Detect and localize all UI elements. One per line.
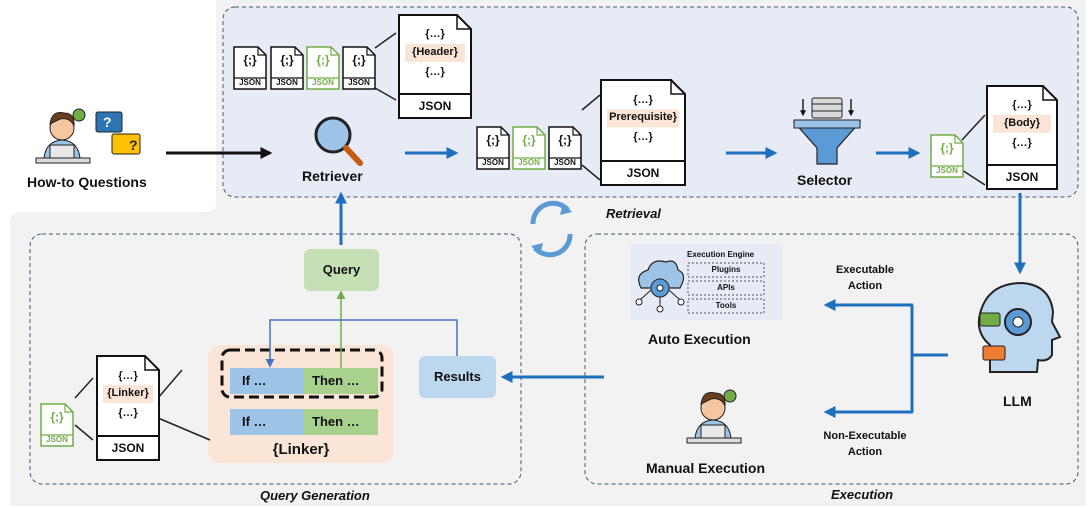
json-icon-tag: JSON <box>46 435 68 444</box>
linker-if-1: If … <box>242 373 267 388</box>
json-icon-tag: JSON <box>936 166 958 175</box>
manual-execution-label: Manual Execution <box>646 460 766 476</box>
json-icon-glyph: {;} <box>486 133 500 147</box>
json-icon-glyph: {;} <box>558 133 572 147</box>
json-file-icon <box>930 134 964 178</box>
doc-prerequisite-middle: Prerequisite} <box>609 111 677 124</box>
json-icon-tag: JSON <box>348 78 370 87</box>
doc-header-top: {…} <box>425 28 445 41</box>
json-file-icon <box>233 46 267 90</box>
retrieval-title: Retrieval <box>606 206 661 221</box>
json-doc-body <box>986 85 1058 190</box>
executable-label-line2: Action <box>847 280 883 292</box>
json-icon-glyph: {;} <box>316 53 330 67</box>
json-icon-tag: JSON <box>312 78 334 87</box>
doc-linker-footer: JSON <box>111 441 145 455</box>
retriever-label: Retriever <box>302 168 363 184</box>
json-doc-header <box>398 14 472 119</box>
non-executable-label-line2: Action <box>847 446 883 458</box>
user-label: How-to Questions <box>27 174 147 190</box>
doc-linker-top: {…} <box>118 369 138 382</box>
json-icon-glyph: {;} <box>50 410 64 424</box>
query-generation-title: Query Generation <box>260 488 370 503</box>
linker-then-2: Then … <box>312 414 360 429</box>
arrow-results-to-if <box>265 319 458 368</box>
doc-header-footer: JSON <box>418 99 452 113</box>
linker-selected-row <box>220 348 384 399</box>
doc-header-bottom: {…} <box>425 65 445 78</box>
refresh-cycle-icon <box>530 200 573 258</box>
query-box <box>304 249 379 291</box>
non-executable-label-line1: Non-Executable <box>823 430 907 442</box>
doc-prerequisite-top: {…} <box>633 93 653 106</box>
llm-label: LLM <box>1003 393 1032 409</box>
auto-execution-label: Auto Execution <box>648 331 751 347</box>
json-doc-prerequisite <box>600 79 686 186</box>
json-icon-tag: JSON <box>239 78 261 87</box>
json-file-icon <box>306 46 340 90</box>
json-file-icon <box>342 46 376 90</box>
doc-linker-middle: {Linker} <box>107 387 149 400</box>
llm-head-icon <box>977 281 1062 373</box>
json-icon-glyph: {;} <box>522 133 536 147</box>
doc-body-top: {…} <box>1012 99 1032 112</box>
doc-linker-bottom: {…} <box>118 407 138 420</box>
selector-label: Selector <box>797 172 853 188</box>
user-question-icon: ? ? <box>35 108 141 164</box>
engine-item-tools: Tools <box>715 301 737 310</box>
svg-text:?: ? <box>129 137 138 153</box>
manual-user-icon <box>686 389 742 444</box>
cloud-gear-icon <box>635 260 685 313</box>
doc-prerequisite-bottom: {…} <box>633 131 653 144</box>
doc-header-middle: {Header} <box>412 45 458 58</box>
query-label: Query <box>322 262 361 277</box>
json-file-icon <box>270 46 304 90</box>
execution-title: Execution <box>831 487 894 502</box>
query-generation-section <box>29 233 522 485</box>
svg-text:?: ? <box>103 114 112 130</box>
doc-body-footer: JSON <box>1005 170 1039 184</box>
json-icon-glyph: {;} <box>352 53 366 67</box>
json-doc-linker <box>96 355 160 461</box>
selector-funnel-icon <box>792 97 862 165</box>
json-icon-tag: JSON <box>276 78 298 87</box>
doc-body-middle: {Body} <box>1003 116 1041 129</box>
doc-body-bottom: {…} <box>1012 136 1032 149</box>
results-label: Results <box>434 369 481 384</box>
json-icon-tag: JSON <box>518 158 540 167</box>
json-file-icon <box>476 126 510 170</box>
json-icon-glyph: {;} <box>940 141 954 155</box>
json-icon-tag: JSON <box>554 158 576 167</box>
engine-item-plugins: Plugins <box>711 265 741 274</box>
results-box <box>419 356 496 398</box>
linker-then-1: Then … <box>312 373 360 388</box>
engine-item-apis: APIs <box>717 283 735 292</box>
json-file-icon <box>548 126 582 170</box>
linker-if-2: If … <box>242 414 267 429</box>
json-icon-glyph: {;} <box>280 53 294 67</box>
executable-label-line1: Executable <box>835 264 895 276</box>
json-file-icon <box>512 126 546 170</box>
json-icon-glyph: {;} <box>243 53 257 67</box>
execution-engine-title: Execution Engine <box>687 250 755 259</box>
linker-title: {Linker} <box>272 441 330 458</box>
doc-prerequisite-footer: JSON <box>626 166 660 180</box>
magnifier-icon <box>314 116 363 166</box>
json-icon-tag: JSON <box>482 158 504 167</box>
execution-section <box>584 233 1079 485</box>
json-file-icon <box>40 403 74 447</box>
